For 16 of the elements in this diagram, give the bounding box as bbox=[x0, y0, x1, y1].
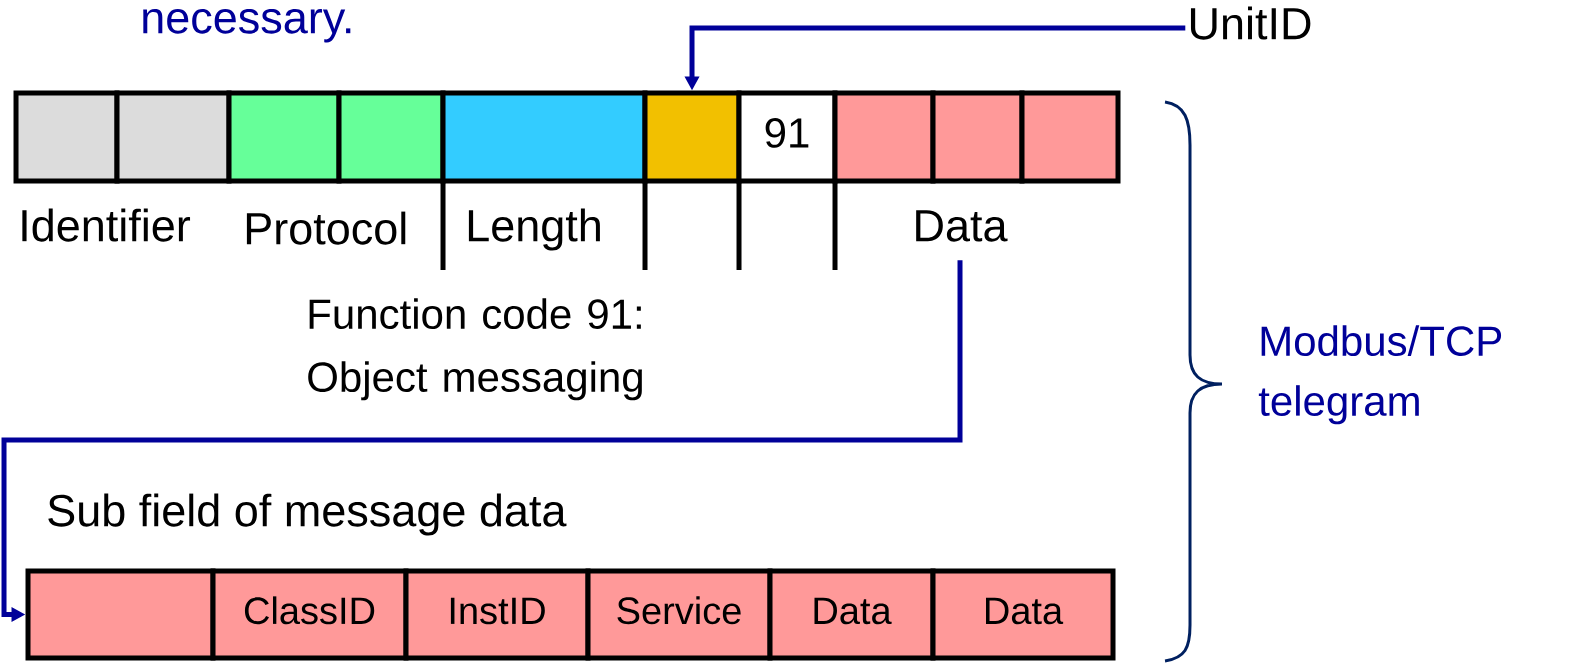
field-cell: Service bbox=[585, 568, 773, 661]
field-label: Data bbox=[916, 210, 1008, 242]
field-label: Identifier bbox=[22, 208, 191, 242]
field-label: Protocol bbox=[246, 211, 406, 245]
field-label: UnitID bbox=[1190, 6, 1311, 40]
field-cell: Data bbox=[767, 568, 936, 661]
field-label: Length bbox=[468, 208, 600, 251]
field-cell: 91 bbox=[736, 90, 838, 184]
section-heading: Sub field of message data bbox=[48, 493, 567, 536]
heading-text: necessary. bbox=[143, 9, 351, 43]
field-cell: ClassID bbox=[210, 568, 409, 661]
field-cell: Data bbox=[930, 568, 1116, 661]
field-cell: InstID bbox=[403, 568, 591, 661]
telegram-label: Modbus/TCP telegram bbox=[1258, 325, 1502, 425]
field-cell bbox=[1019, 90, 1121, 184]
description-text: Function code 91: Object messaging bbox=[308, 298, 642, 401]
